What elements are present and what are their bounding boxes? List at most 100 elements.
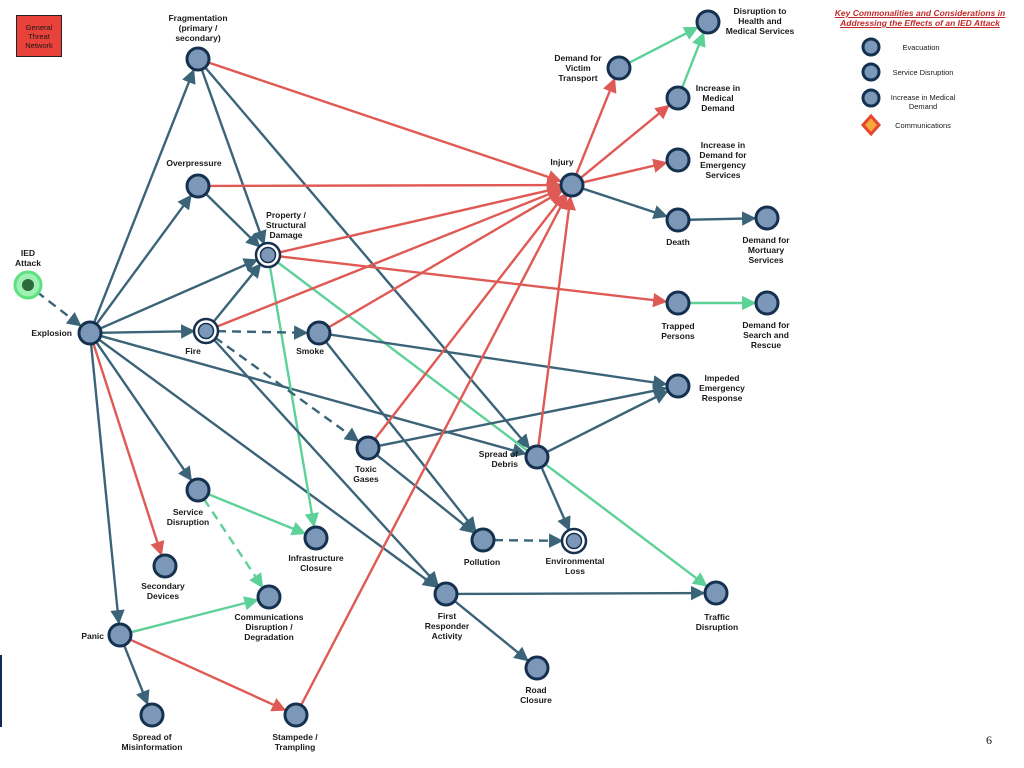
edge-firstresp-to-road [453, 600, 529, 662]
node-victim [606, 55, 632, 81]
label-fire: Fire [185, 346, 201, 356]
edge-injury-to-death [582, 187, 668, 220]
edge-property-to-infra [268, 265, 319, 528]
label-ied-attack: IED Attack [15, 248, 41, 268]
edge-debris-to-injury [537, 195, 576, 447]
edge-fragmentation-to-injury [208, 61, 562, 184]
label-environmental-loss: Environmental Loss [545, 556, 605, 576]
label-communications-disruption: Communications Disruption / Degradation [234, 612, 304, 642]
node-explosion [77, 320, 103, 346]
node-road [524, 655, 550, 681]
edge-property-to-trapped [278, 255, 668, 308]
edge-panic-to-stampede [129, 638, 287, 712]
edge-meddemand-to-health [680, 31, 706, 89]
label-disruption-health-medical: Disruption to Health and Medical Service… [725, 6, 795, 36]
node-debris [524, 444, 550, 470]
edge-fragmentation-to-property [200, 68, 267, 246]
node-service [185, 477, 211, 503]
node-smoke [306, 320, 332, 346]
edge-service-to-infra [207, 493, 307, 536]
node-pollution [470, 527, 496, 553]
key-title: Key Commonalities and Considerations in … [834, 8, 1006, 28]
node-traffic [703, 580, 729, 606]
general-threat-network-badge: General Threat Network [16, 15, 62, 57]
label-secondary-devices: Secondary Devices [141, 581, 185, 601]
edge-explosion-to-debris [100, 334, 527, 458]
edge-firstresp-to-traffic [456, 585, 706, 601]
left-edge-bar [0, 655, 2, 727]
edge-fire-to-firstresp [212, 338, 439, 587]
node-searchrescue [754, 290, 780, 316]
node-panic [107, 622, 133, 648]
node-infra [303, 525, 329, 551]
label-demand-victim-transport: Demand for Victim Transport [554, 53, 602, 83]
label-death: Death [666, 237, 690, 247]
node-overpressure [185, 173, 211, 199]
edge-explosion-to-panic [89, 343, 125, 625]
key-label-service-disruption: Service Disruption [892, 68, 954, 77]
node-firstresp [433, 581, 459, 607]
edge-debris-to-envloss [540, 466, 571, 532]
edge-overpressure-to-property [204, 192, 261, 248]
edge-explosion-to-fire [100, 324, 196, 339]
edge-explosion-to-overpressure [95, 194, 192, 325]
label-spread-of-misinformation: Spread of Misinformation [121, 732, 183, 752]
label-trapped-persons: Trapped Persons [661, 321, 695, 341]
label-panic: Panic [81, 631, 104, 641]
key-communications-diamond-icon [860, 113, 882, 137]
label-property-damage: Property / Structural Damage [265, 210, 307, 240]
page-number: 6 [986, 733, 992, 747]
node-emergdemand [665, 147, 691, 173]
node-misinfo [139, 702, 165, 728]
key-icon-0 [861, 37, 881, 57]
edge-service-to-comms [203, 498, 264, 589]
node-health [695, 9, 721, 35]
key-label-medical-demand: Increase in Medical Demand [890, 93, 956, 111]
edge-panic-to-comms [130, 596, 259, 634]
edge-explosion-to-service [95, 341, 193, 482]
label-impeded-emergency-response: Impeded Emergency Response [699, 373, 745, 403]
edge-ied-to-explosion [35, 290, 82, 327]
label-road-closure: Road Closure [520, 685, 552, 705]
label-stampede-trampling: Stampede / Trampling [272, 732, 318, 752]
edge-property-to-injury [278, 183, 562, 254]
label-traffic-disruption: Traffic Disruption [695, 612, 739, 632]
label-smoke: Smoke [296, 346, 324, 356]
node-comms [256, 584, 282, 610]
label-injury: Injury [550, 157, 574, 167]
edge-injury-to-emergdemand [582, 158, 668, 184]
edge-smoke-to-pollution [324, 340, 477, 532]
node-trapped [665, 290, 691, 316]
label-fragmentation: Fragmentation (primary / secondary) [168, 13, 228, 43]
node-secondary [152, 553, 178, 579]
edge-injury-to-victim [574, 77, 617, 176]
label-increase-emergency-demand: Increase in Demand for Emergency Service… [699, 140, 747, 180]
label-overpressure: Overpressure [166, 158, 222, 168]
node-stampede [283, 702, 309, 728]
label-increase-medical-demand: Increase in Medical Demand [695, 83, 741, 113]
edge-toxic-to-pollution [375, 453, 475, 534]
node-death [665, 207, 691, 233]
edge-explosion-to-firstresp [98, 338, 438, 588]
edge-debris-to-impeded [546, 390, 669, 454]
label-service-disruption: Service Disruption [166, 507, 210, 527]
edge-stampede-to-injury [300, 194, 568, 706]
node-fragmentation [185, 46, 211, 72]
label-infrastructure-closure: Infrastructure Closure [288, 553, 344, 573]
node-mortuary [754, 205, 780, 231]
key-icon-2 [861, 88, 881, 108]
label-demand-search-rescue: Demand for Search and Rescue [742, 320, 790, 350]
label-toxic-gases: Toxic Gases [353, 464, 379, 484]
node-meddemand [665, 85, 691, 111]
node-impeded [665, 373, 691, 399]
edge-overpressure-to-injury [208, 177, 562, 193]
edge-toxic-to-impeded [378, 383, 668, 448]
edge-death-to-mortuary [688, 211, 757, 226]
node-injury [559, 172, 585, 198]
label-explosion: Explosion [31, 328, 72, 338]
edge-fire-to-property [212, 263, 262, 324]
key-label-communications: Communications [895, 121, 951, 130]
label-demand-mortuary-services: Demand for Mortuary Services [742, 235, 790, 265]
edge-smoke-to-injury [327, 190, 563, 329]
